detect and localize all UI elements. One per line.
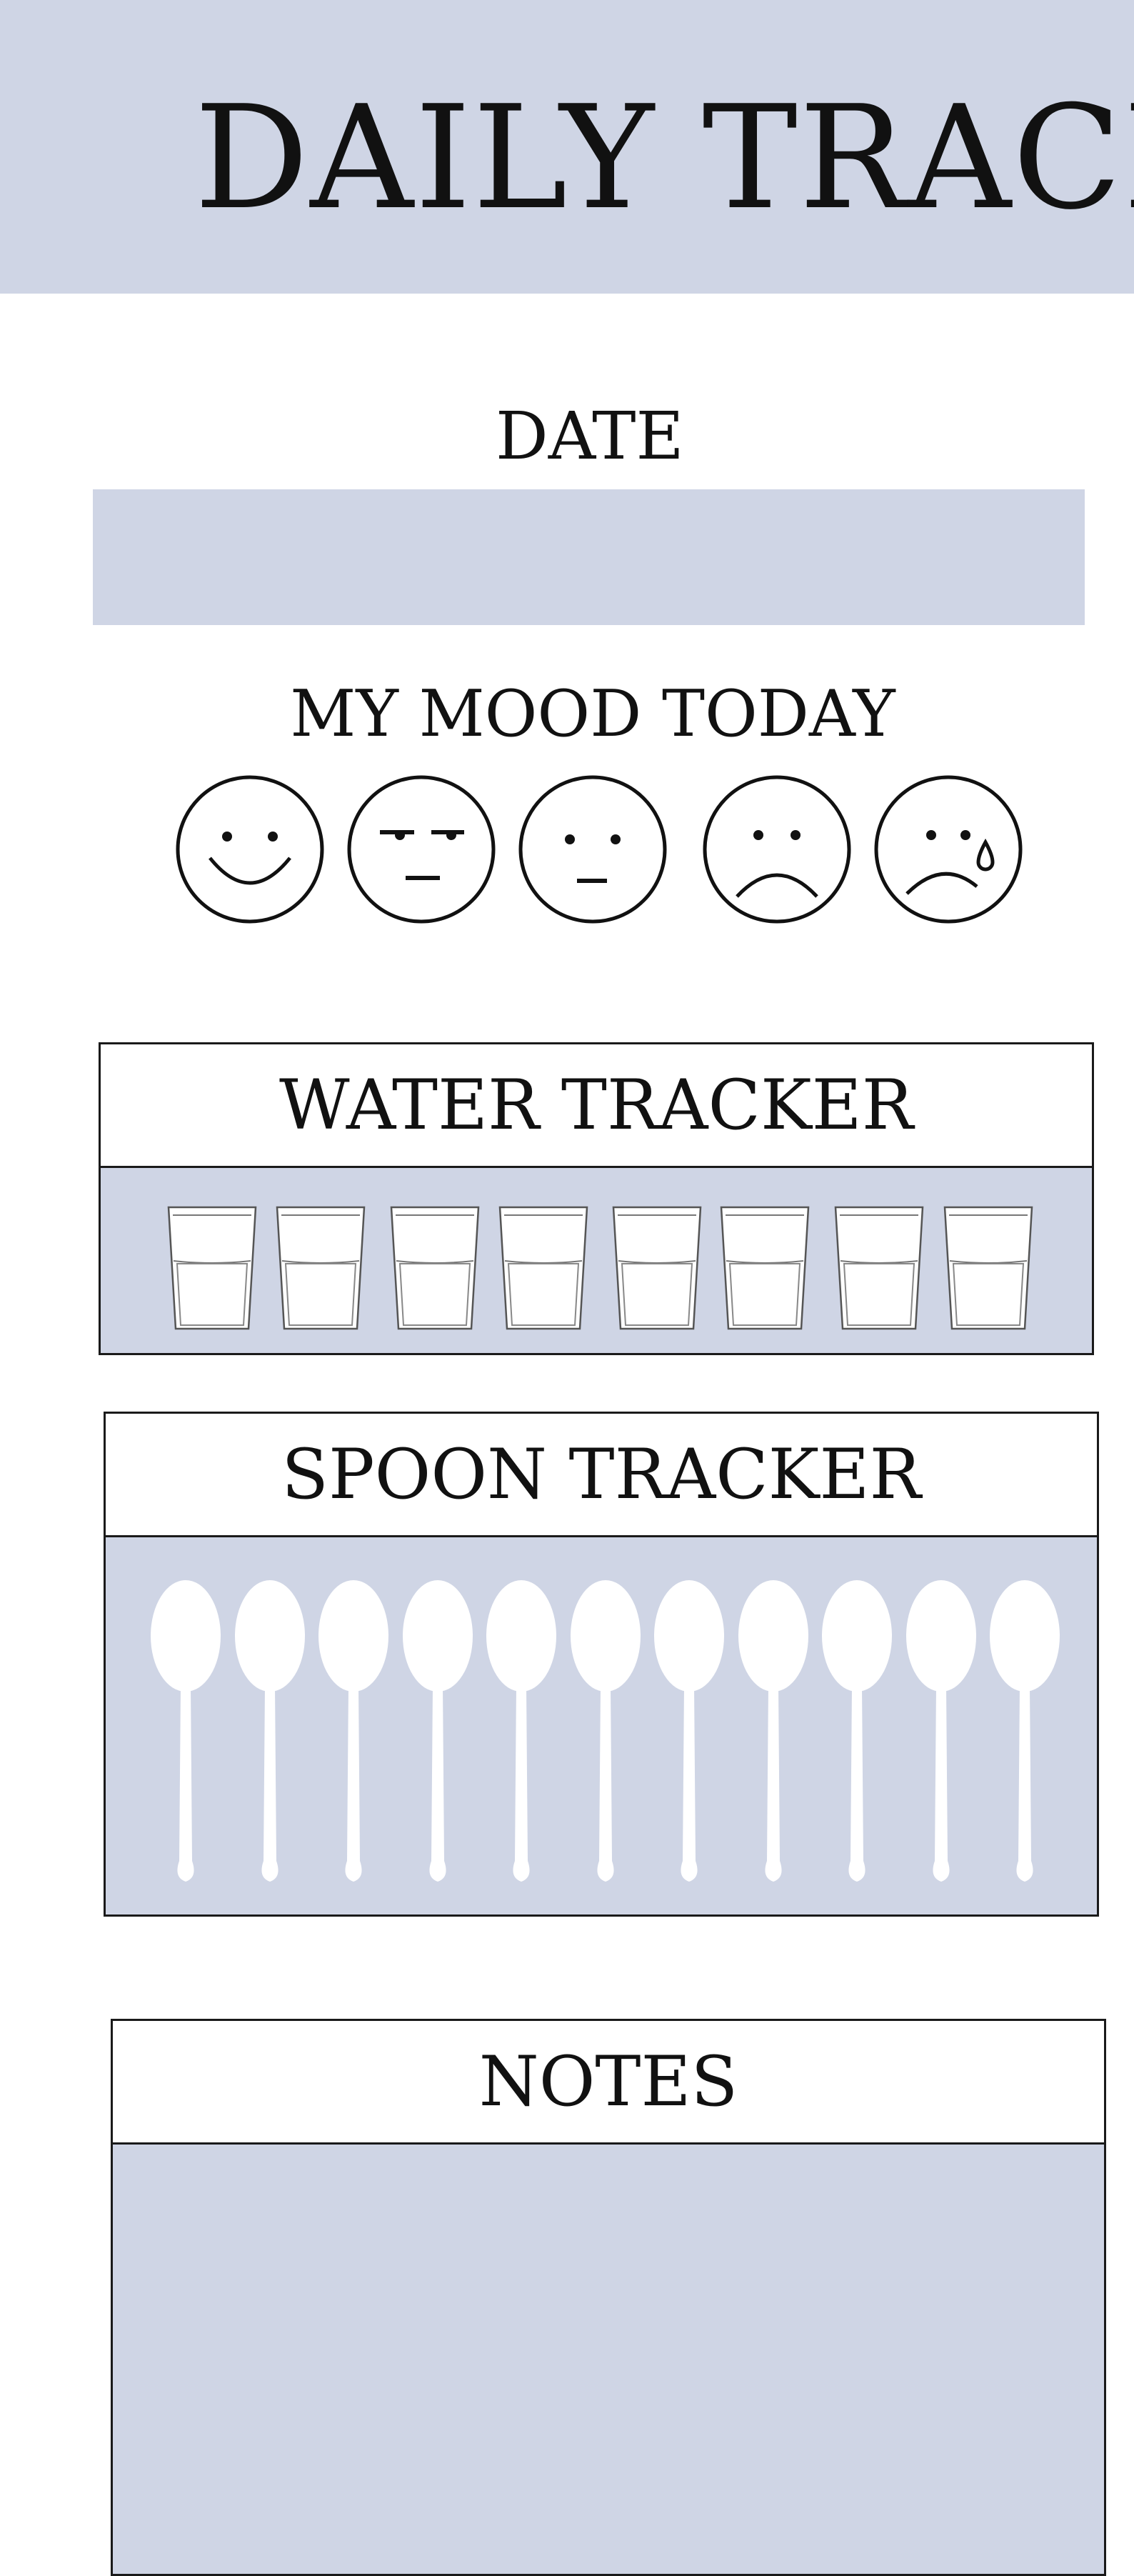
spoon-icon[interactable] — [905, 1579, 978, 1886]
smile-icon[interactable] — [174, 774, 326, 925]
water-glass-icon[interactable] — [611, 1205, 703, 1331]
water-glass-icon[interactable] — [833, 1205, 925, 1331]
date-label: DATE — [496, 398, 684, 474]
mood-label: MY MOOD TODAY — [290, 677, 895, 752]
page-title: DAILY TRACK — [194, 75, 1134, 241]
annoyed-face-icon[interactable] — [346, 774, 497, 925]
water-glass-icon[interactable] — [943, 1205, 1034, 1331]
water-glass-icon[interactable] — [719, 1205, 811, 1331]
spoon-tracker-header: SPOON TRACKER — [106, 1414, 1097, 1537]
spoon-icon[interactable] — [569, 1579, 642, 1886]
spoon-icon[interactable] — [234, 1579, 306, 1886]
water-tracker: WATER TRACKER — [99, 1042, 1094, 1355]
notes-section: NOTES — [111, 2019, 1106, 2576]
spoon-icon[interactable] — [317, 1579, 390, 1886]
spoon-icon[interactable] — [737, 1579, 810, 1886]
date-field[interactable] — [93, 489, 1085, 625]
crying-face-icon[interactable] — [873, 774, 1024, 925]
water-glass-icon[interactable] — [275, 1205, 366, 1331]
spoon-icon[interactable] — [401, 1579, 474, 1886]
water-glass-icon[interactable] — [498, 1205, 589, 1331]
notes-field[interactable] — [113, 2142, 1104, 2574]
spoon-icon[interactable] — [821, 1579, 893, 1886]
spoon-icon[interactable] — [149, 1579, 222, 1886]
spoon-tracker: SPOON TRACKER — [104, 1412, 1099, 1917]
neutral-face-icon[interactable] — [517, 774, 668, 925]
notes-header: NOTES — [113, 2021, 1104, 2145]
water-tracker-title: WATER TRACKER — [279, 1065, 914, 1145]
spoon-icon[interactable] — [988, 1579, 1061, 1886]
spoon-icon[interactable] — [653, 1579, 726, 1886]
spoon-icon[interactable] — [485, 1579, 558, 1886]
water-glass-icon[interactable] — [389, 1205, 481, 1331]
water-glass-icon[interactable] — [166, 1205, 258, 1331]
sad-face-icon[interactable] — [701, 774, 853, 925]
header-band: DAILY TRACK — [0, 0, 1134, 294]
notes-title: NOTES — [478, 2042, 738, 2122]
water-tracker-header: WATER TRACKER — [101, 1044, 1092, 1168]
spoon-tracker-title: SPOON TRACKER — [281, 1434, 921, 1514]
